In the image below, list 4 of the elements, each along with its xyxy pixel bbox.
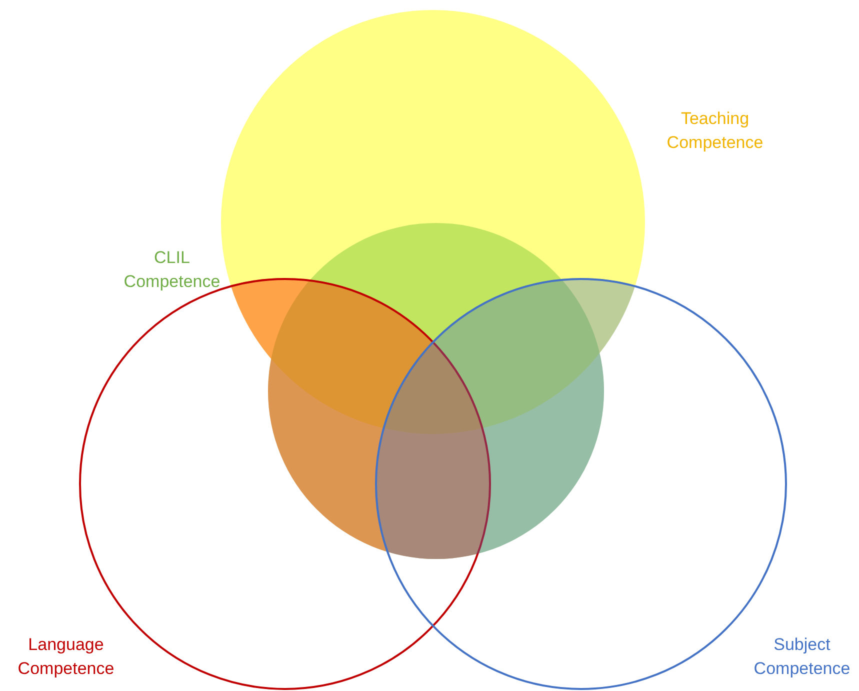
circle-label: CLIL Competence [122, 247, 222, 293]
circle-label: Teaching Competence [666, 108, 764, 154]
circle-label: Subject Competence [752, 634, 852, 680]
circle-label: Language Competence [16, 634, 116, 680]
